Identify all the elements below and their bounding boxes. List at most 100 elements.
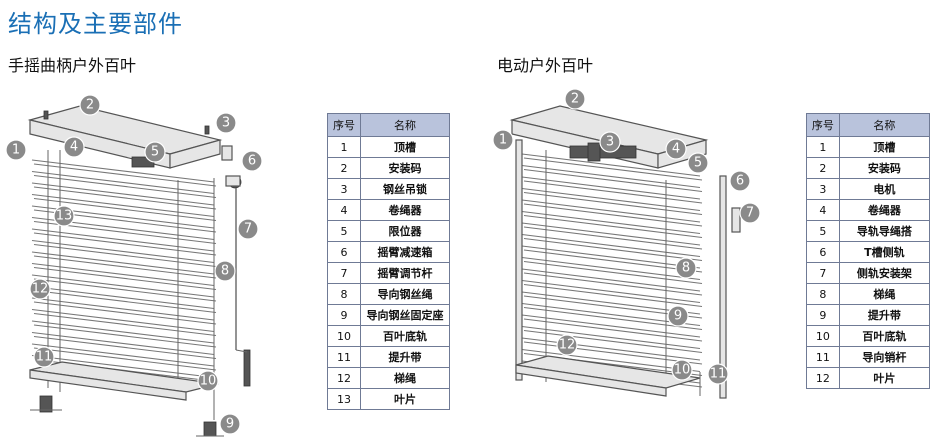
part-number-cell: 7 [327,262,361,284]
callout-label: 12 [559,338,576,353]
callout-badge-9: 9 [219,413,241,435]
slat [521,233,703,262]
slat [521,164,703,193]
callout-label: 2 [571,92,579,107]
callout-label: 3 [222,116,230,131]
callout-badge-6: 6 [729,170,751,192]
slat [521,314,703,342]
part-number-cell: 5 [327,220,361,242]
callout-label: 6 [248,154,256,169]
callout-badge-1: 1 [5,139,27,161]
slat [31,170,217,199]
slat [31,331,217,360]
part-number-cell: 8 [806,283,840,305]
column-header-number: 序号 [806,113,840,137]
callout-badge-8: 8 [675,257,697,279]
slat [31,274,217,302]
callout-label: 8 [682,261,690,276]
slat [521,245,703,273]
callout-badge-3: 3 [215,112,237,134]
part-name-cell: T槽侧轨 [838,241,930,263]
part-name-cell: 卷绳器 [838,199,930,221]
slat [31,239,217,268]
part-name-cell: 顶槽 [838,136,930,158]
callout-label: 10 [674,363,691,378]
callout-badge-9: 9 [667,305,689,327]
part-name-cell: 限位器 [360,220,450,242]
part-name-cell: 安装码 [838,157,930,179]
callout-badge-10: 10 [671,359,693,381]
part-name-cell: 卷绳器 [360,199,450,221]
part-number-cell: 9 [806,304,840,326]
part-number-cell: 11 [327,346,361,368]
callout-badge-12: 12 [29,278,51,300]
callout-label: 2 [86,98,94,113]
part-name-cell: 导向销杆 [838,346,930,368]
slat [31,320,217,348]
slat-stack [521,153,703,388]
column-header-name: 名称 [838,113,930,137]
callout-badge-5: 5 [687,152,709,174]
callout-label: 3 [606,135,614,150]
part-name-cell: 钢丝吊锁 [360,178,450,200]
part-name-cell: 摇臂减速箱 [360,241,450,263]
part-number-cell: 8 [327,283,361,305]
slat [31,228,217,256]
slat [521,176,703,204]
slat [521,325,703,354]
callout-label: 9 [226,417,234,432]
slat [31,159,217,187]
slat-stack [31,159,217,383]
part-number-cell: 11 [806,346,840,368]
slat [521,256,703,285]
callout-label: 1 [499,133,507,148]
side-rails [515,139,727,399]
callout-label: 8 [221,264,229,279]
part-number-cell: 6 [327,241,361,263]
callout-label: 4 [70,140,78,155]
page-title: 结构及主要部件 [8,10,183,38]
callout-label: 6 [736,174,744,189]
slat [31,343,217,371]
part-name-cell: 提升带 [838,304,930,326]
part-name-cell: 导轨导绳搭 [838,220,930,242]
callout-badge-10: 10 [197,370,219,392]
slat [31,262,217,291]
manual-blind-title: 手摇曲柄户外百叶 [8,56,137,75]
slat [521,268,703,296]
callout-label: 7 [244,222,252,237]
part-name-cell: 摇臂调节杆 [360,262,450,284]
slat [521,153,703,181]
part-number-cell: 7 [806,262,840,284]
part-name-cell: 叶片 [360,388,450,410]
bottom-rail [515,355,701,397]
callout-label: 5 [151,145,159,160]
part-number-cell: 13 [327,388,361,410]
callout-label: 4 [672,142,680,157]
callout-badge-4: 4 [63,136,85,158]
column-header-name: 名称 [360,113,450,137]
callout-label: 9 [674,309,682,324]
callout-badge-13: 13 [53,205,75,227]
callout-badge-7: 7 [739,202,761,224]
part-number-cell: 3 [806,178,840,200]
callout-badge-12: 12 [556,334,578,356]
callout-label: 13 [56,209,73,224]
